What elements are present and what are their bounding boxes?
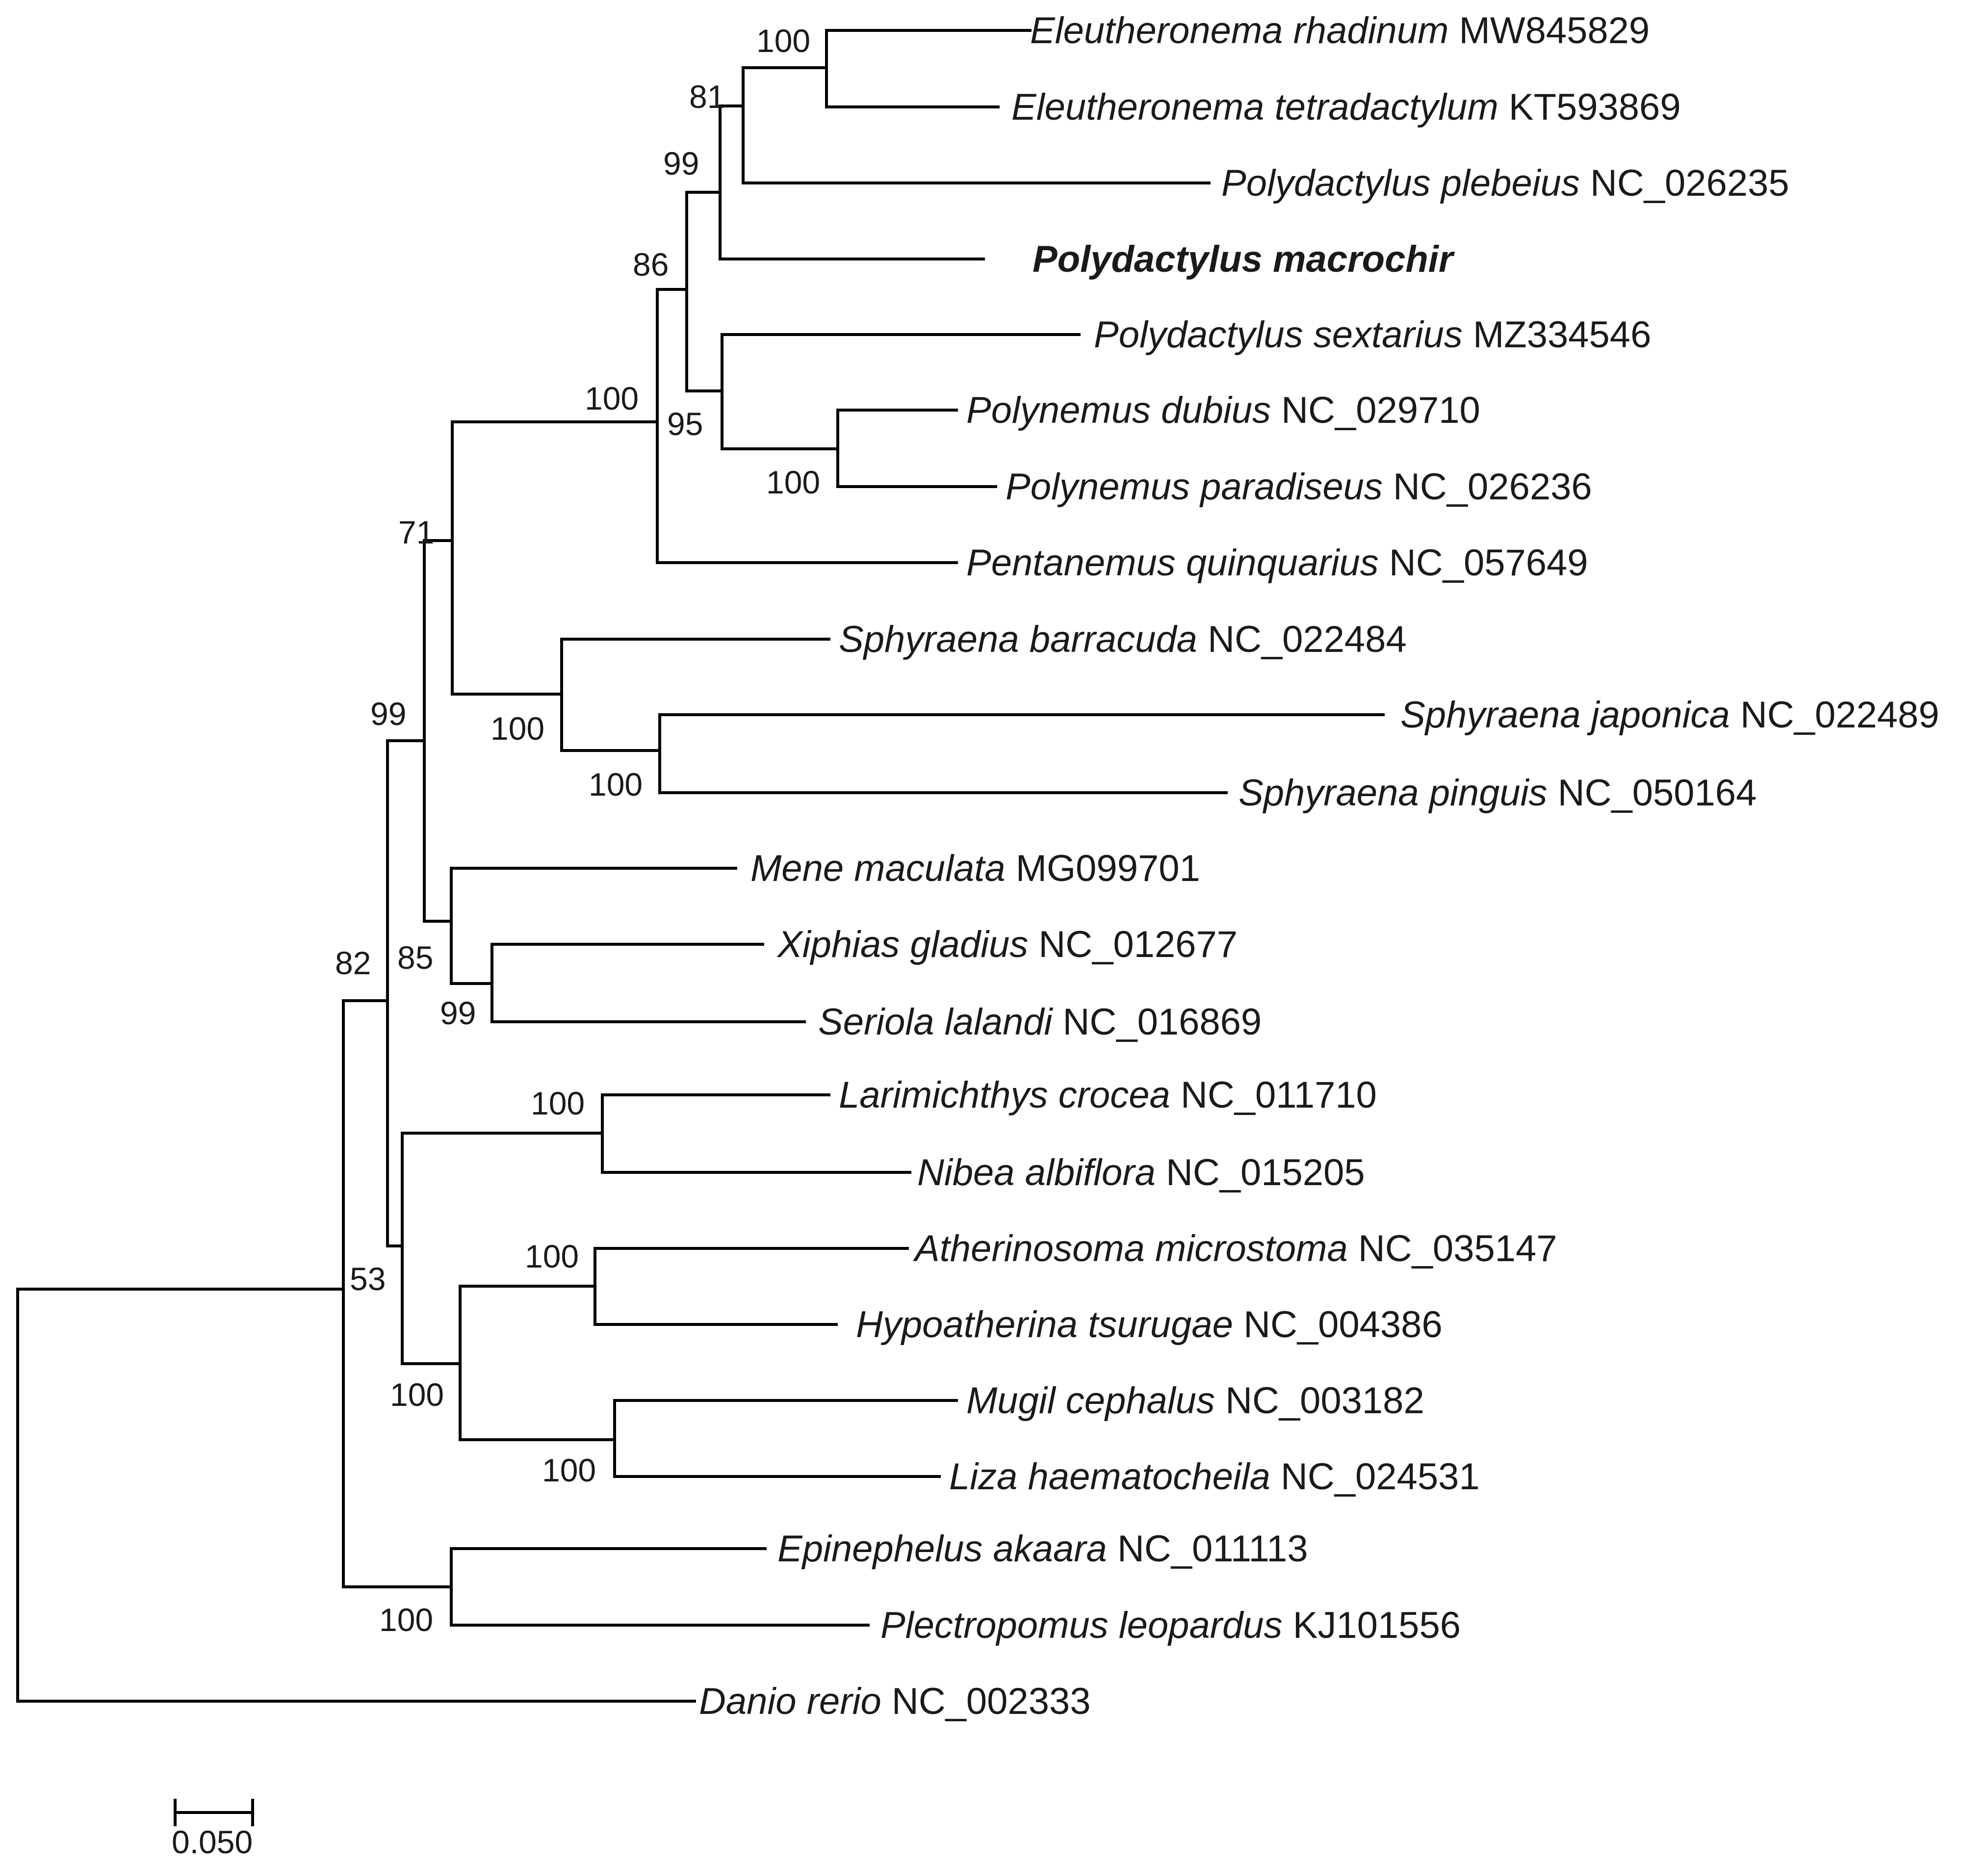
taxon-label: Seriola lalandi NC_016869 — [818, 1001, 1262, 1043]
taxon-label: Xiphias gladius NC_012677 — [776, 924, 1238, 965]
taxon-label: Eleutheronema rhadinum MW845829 — [1030, 10, 1650, 52]
bootstrap-value: 95 — [667, 406, 703, 442]
bootstrap-value: 100 — [525, 1238, 579, 1274]
taxon-label: Larimichthys crocea NC_011710 — [839, 1074, 1377, 1116]
taxon-label: Epinephelus akaara NC_011113 — [777, 1528, 1308, 1570]
bootstrap-value: 85 — [397, 939, 433, 976]
bootstrap-value: 100 — [585, 380, 639, 416]
bootstrap-value: 86 — [633, 246, 669, 283]
bootstrap-value: 100 — [589, 766, 643, 803]
bootstrap-value: 100 — [491, 710, 544, 747]
taxon-label: Atherinosoma microstoma NC_035147 — [913, 1228, 1557, 1269]
taxon-labels: Eleutheronema rhadinum MW845829 Eleuther… — [699, 10, 1939, 1722]
bootstrap-value: 100 — [390, 1376, 444, 1413]
bootstrap-value: 100 — [542, 1452, 596, 1488]
taxon-label: Hypoatherina tsurugae NC_004386 — [856, 1304, 1443, 1346]
taxon-label: Polynemus paradiseus NC_026236 — [1006, 466, 1592, 508]
taxon-label: Nibea albiflora NC_015205 — [917, 1152, 1365, 1193]
taxon-label: Polydactylus plebeius NC_026235 — [1221, 162, 1789, 204]
taxon-label: Liza haematocheila NC_024531 — [949, 1456, 1480, 1498]
scale-bar-label: 0.050 — [172, 1824, 253, 1860]
taxon-label: Plectropomus leopardus KJ101556 — [880, 1605, 1461, 1646]
scale-bar: 0.050 — [172, 1799, 254, 1860]
taxon-label: Danio rerio NC_002333 — [699, 1681, 1091, 1722]
taxon-label: Sphyraena pinguis NC_050164 — [1239, 772, 1756, 814]
bootstrap-value: 99 — [663, 145, 699, 181]
bootstrap-value: 71 — [398, 514, 434, 550]
taxon-label: Polynemus dubius NC_029710 — [966, 389, 1480, 431]
taxon-label: Polydactylus sextarius MZ334546 — [1094, 314, 1651, 356]
taxon-label: Sphyraena japonica NC_022489 — [1400, 694, 1939, 736]
taxon-label: Mene maculata MG099701 — [750, 848, 1200, 889]
bootstrap-value: 99 — [370, 696, 406, 732]
taxon-label: Mugil cephalus NC_003182 — [966, 1380, 1424, 1422]
bootstrap-values: 100 81 99 86 95 100 100 71 100 100 99 85… — [335, 23, 820, 1638]
bootstrap-value: 100 — [766, 464, 820, 500]
tree-branches — [16, 29, 1385, 1703]
taxon-label: Sphyraena barracuda NC_022484 — [839, 619, 1407, 660]
bootstrap-value: 100 — [756, 23, 810, 59]
bootstrap-value: 82 — [335, 945, 371, 981]
taxon-label: Pentanemus quinquarius NC_057649 — [966, 542, 1588, 584]
bootstrap-value: 53 — [350, 1261, 386, 1297]
taxon-label-focal: Polydactylus macrochir — [1033, 238, 1455, 280]
bootstrap-value: 100 — [531, 1085, 585, 1121]
bootstrap-value: 81 — [689, 78, 725, 115]
bootstrap-value: 100 — [379, 1602, 433, 1638]
bootstrap-value: 99 — [440, 995, 476, 1031]
taxon-label: Eleutheronema tetradactylum KT593869 — [1011, 86, 1681, 128]
